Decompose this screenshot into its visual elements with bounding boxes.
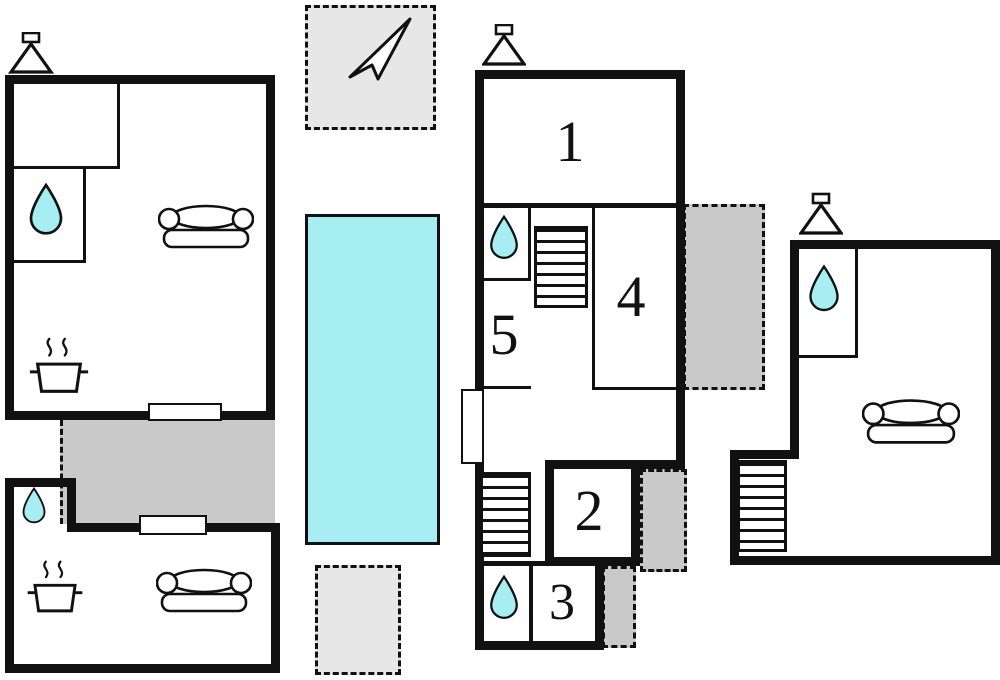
exterior-wall: [730, 450, 799, 459]
exterior-wall: [991, 240, 1000, 565]
chimney-icon: [8, 32, 54, 76]
exterior-wall: [545, 460, 685, 469]
interior-wall: [484, 561, 545, 566]
exterior-wall: [271, 523, 280, 673]
interior-wall: [484, 278, 531, 281]
interior-wall: [117, 84, 120, 169]
interior-wall: [14, 260, 86, 263]
exterior-wall: [5, 75, 14, 420]
interior-wall: [529, 566, 533, 650]
water-drop-icon: [487, 213, 521, 263]
stairs: [534, 226, 588, 308]
interior-wall: [484, 386, 531, 389]
water-drop-icon: [20, 486, 48, 526]
water-drop-icon: [487, 573, 521, 623]
balcony-terrace: [683, 204, 765, 390]
exterior-wall: [595, 566, 604, 650]
sofa-icon: [158, 202, 254, 256]
sofa-icon: [156, 566, 252, 620]
compass-area: [305, 5, 436, 130]
exterior-wall: [475, 641, 604, 650]
interior-wall: [83, 166, 86, 263]
terrace-small-right: [640, 469, 687, 572]
sofa-icon: [862, 396, 960, 452]
exterior-wall: [266, 75, 275, 420]
interior-wall: [14, 166, 120, 169]
terrace: [60, 420, 275, 524]
exterior-wall: [631, 460, 640, 566]
exterior-wall: [475, 70, 685, 79]
exterior-wall: [5, 478, 75, 487]
stairs: [480, 472, 531, 557]
water-drop-icon: [806, 263, 842, 315]
room-label-4: 4: [616, 264, 646, 329]
exterior-wall: [730, 450, 739, 565]
exterior-wall: [790, 240, 799, 458]
door-window-opening: [139, 515, 207, 535]
exterior-wall: [5, 75, 275, 84]
exterior-wall: [545, 557, 640, 566]
cooking-pot-icon: [24, 558, 86, 620]
stairs: [737, 460, 787, 552]
room-label-1: 1: [555, 109, 585, 174]
interior-wall: [528, 206, 531, 280]
exterior-wall: [730, 556, 998, 565]
interior-wall: [798, 355, 858, 358]
exterior-wall: [5, 478, 14, 673]
room-label-2: 2: [574, 478, 604, 543]
exterior-wall: [790, 240, 998, 249]
interior-wall: [484, 203, 676, 208]
interior-wall: [592, 387, 685, 390]
exterior-wall: [5, 411, 275, 420]
chimney-icon: [482, 24, 526, 68]
terrace-small-bottom: [602, 566, 636, 648]
door-window-opening: [148, 403, 222, 421]
exterior-wall: [475, 70, 484, 650]
terrace-dashed-bottom: [315, 565, 401, 675]
north-arrow-icon: [338, 15, 418, 85]
exterior-wall: [545, 460, 554, 566]
cooking-pot-icon: [26, 336, 92, 400]
chimney-icon: [799, 192, 843, 238]
exterior-wall: [676, 70, 685, 470]
door-window-opening: [461, 389, 484, 464]
water-drop-icon: [26, 182, 66, 238]
room-label-3: 3: [549, 574, 575, 631]
exterior-wall: [5, 664, 280, 673]
room-label-5: 5: [489, 302, 519, 367]
exterior-wall: [67, 478, 76, 532]
swimming-pool: [305, 214, 440, 545]
interior-wall: [855, 248, 858, 358]
interior-wall: [592, 206, 595, 390]
